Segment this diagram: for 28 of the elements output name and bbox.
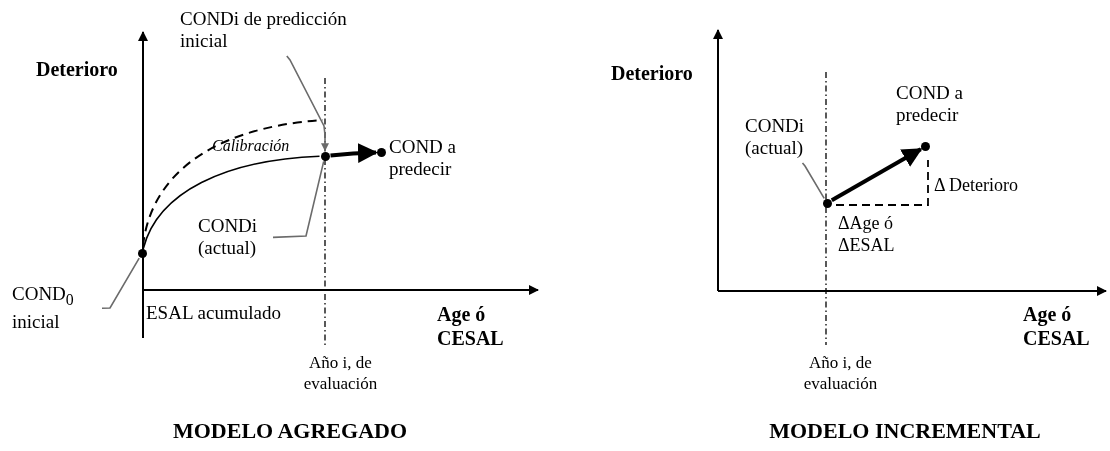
axis-note: Año i, de evaluación <box>802 352 879 394</box>
callout-text: CONDi (actual) <box>198 215 259 259</box>
leader-line <box>801 162 825 200</box>
leader-line <box>272 160 325 239</box>
arrow <box>830 147 923 203</box>
callout-text: COND a predecir <box>389 136 458 180</box>
dimension-label: Δ Deterioro <box>934 174 1020 196</box>
point-dot <box>137 249 147 258</box>
callout-text: COND a predecir <box>896 82 965 126</box>
point-dot <box>822 198 832 208</box>
axis-title: Age ó CESAL <box>437 302 505 350</box>
axis-note: ESAL acumulado <box>146 301 282 324</box>
point-dot <box>320 151 330 161</box>
callout-text: CONDi de predicción inicial <box>180 8 348 52</box>
callout-text: COND$_{0}$ inicial <box>12 283 75 333</box>
axis-note: Año i, de evaluación <box>302 352 379 394</box>
panel-title: MODELO AGREGADO <box>171 418 409 444</box>
arrow <box>330 143 378 164</box>
curve-label: Calibración <box>212 136 291 156</box>
axis-title: Age ó CESAL <box>1023 302 1091 350</box>
dimension-label: ΔAge ó ΔESAL <box>838 212 896 256</box>
leader-line <box>101 257 140 309</box>
panel-title: MODELO INCREMENTAL <box>768 418 1042 444</box>
callout-text: CONDi (actual) <box>745 115 806 159</box>
leader-line <box>286 55 329 152</box>
axis-title: Deterioro <box>36 57 119 81</box>
axis-title: Deterioro <box>611 61 694 85</box>
curve-line <box>142 155 321 249</box>
